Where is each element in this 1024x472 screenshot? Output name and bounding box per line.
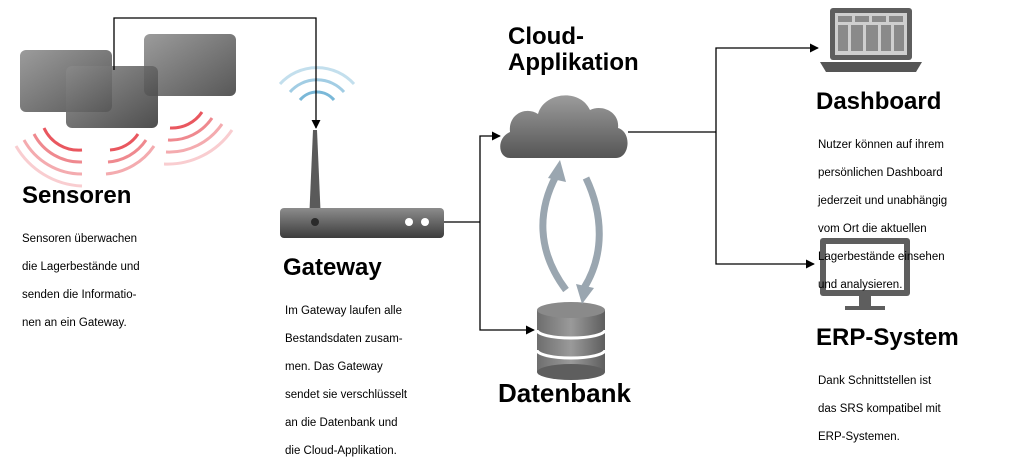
gateway-to-cloud-line (479, 131, 501, 222)
erp-description: Dank Schnittstellen ist das SRS kompatib… (818, 375, 941, 443)
gateway-wifi-icon (278, 66, 356, 102)
sensor-to-gateway-line (113, 17, 321, 129)
dashboard-title: Dashboard (816, 88, 942, 115)
cloud-title: Cloud- Applikation (508, 23, 639, 76)
iot-architecture-diagram (14, 8, 922, 380)
database-icon (535, 302, 607, 380)
cloud-to-erp-line (715, 132, 815, 269)
sensor-signal-waves (14, 111, 234, 188)
dashboard-description: Nutzer können auf ihrem persönlichen Das… (818, 139, 948, 291)
gateway-title: Gateway (283, 254, 382, 281)
gateway-to-database-line (479, 222, 535, 335)
sensoren-title: Sensoren (22, 182, 132, 209)
cloud-icon (500, 95, 628, 158)
erp-title: ERP-System (816, 324, 959, 351)
laptop-icon (820, 8, 922, 72)
sensoren-description: Sensoren überwachen die Lagerbestände un… (22, 233, 140, 329)
connection-lines (113, 17, 819, 335)
cloud-to-dashboard-line (715, 43, 819, 132)
sync-arrowheads (548, 160, 594, 304)
sensors-icon (20, 34, 236, 128)
gateway-router-icon (280, 130, 444, 238)
monitor-icon (820, 238, 910, 310)
sync-arrows (539, 174, 603, 293)
datenbank-title: Datenbank (498, 378, 631, 408)
gateway-description: Im Gateway laufen alle Bestandsdaten zus… (285, 305, 408, 457)
